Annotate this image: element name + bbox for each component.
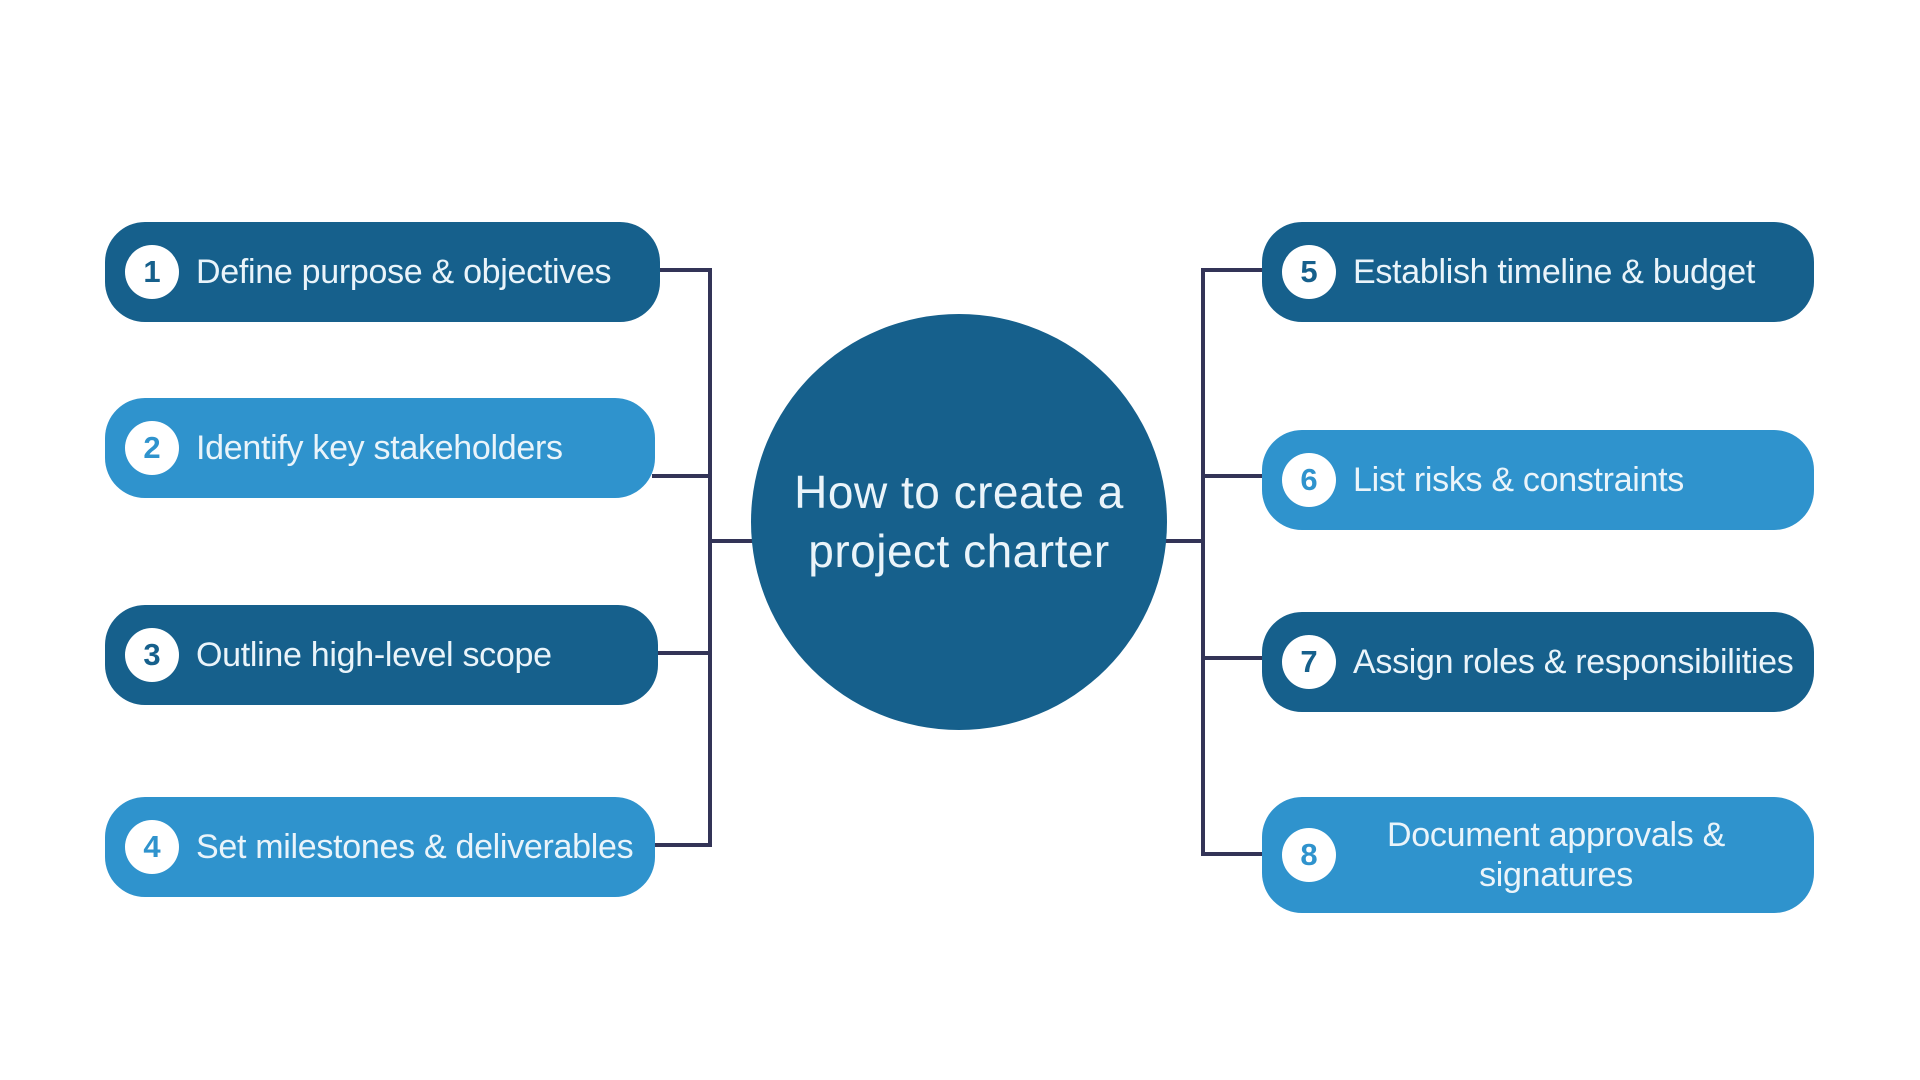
step-label: Identify key stakeholders [196,428,563,467]
step-pill-4: 4 Set milestones & deliverables [105,797,655,897]
step-label: Establish timeline & budget [1353,252,1756,291]
step-label: Set milestones & deliverables [196,827,634,866]
connector-trunk-right [1201,268,1205,856]
step-pill-5: 5 Establish timeline & budget [1262,222,1814,322]
step-label: Document approvals & signatures [1387,815,1725,894]
step-label: Assign roles & responsibilities [1353,642,1794,681]
connector-stub-step-7 [1201,656,1262,660]
step-pill-8: 8 Document approvals & signatures [1262,797,1814,913]
step-number-badge: 8 [1282,828,1336,882]
connector-stub-step-4 [652,843,712,847]
step-number-badge: 7 [1282,635,1336,689]
connector-trunk-left [708,268,712,847]
step-pill-2: 2 Identify key stakeholders [105,398,655,498]
connector-stub-circle-right [1164,539,1205,543]
step-label: Outline high-level scope [196,635,552,674]
connector-stub-step-2 [652,474,712,478]
connector-stub-step-5 [1201,268,1262,272]
connector-stub-step-6 [1201,474,1262,478]
step-pill-6: 6 List risks & constraints [1262,430,1814,530]
central-topic-circle: How to create a project charter [751,314,1167,730]
step-number-badge: 2 [125,421,179,475]
step-pill-7: 7 Assign roles & responsibilities [1262,612,1814,712]
connector-stub-step-1 [655,268,712,272]
step-number-badge: 3 [125,628,179,682]
page-title-line-2: project charter [808,525,1110,577]
step-number-badge: 1 [125,245,179,299]
step-number-badge: 6 [1282,453,1336,507]
step-pill-1: 1 Define purpose & objectives [105,222,660,322]
step-label: Define purpose & objectives [196,252,612,291]
connector-stub-circle-left [708,539,754,543]
step-pill-3: 3 Outline high-level scope [105,605,658,705]
connector-stub-step-3 [655,651,712,655]
step-number-badge: 4 [125,820,179,874]
step-label: List risks & constraints [1353,460,1685,499]
page-title-line-1: How to create a [794,466,1124,519]
connector-stub-step-8 [1201,852,1262,856]
step-number-badge: 5 [1282,245,1336,299]
